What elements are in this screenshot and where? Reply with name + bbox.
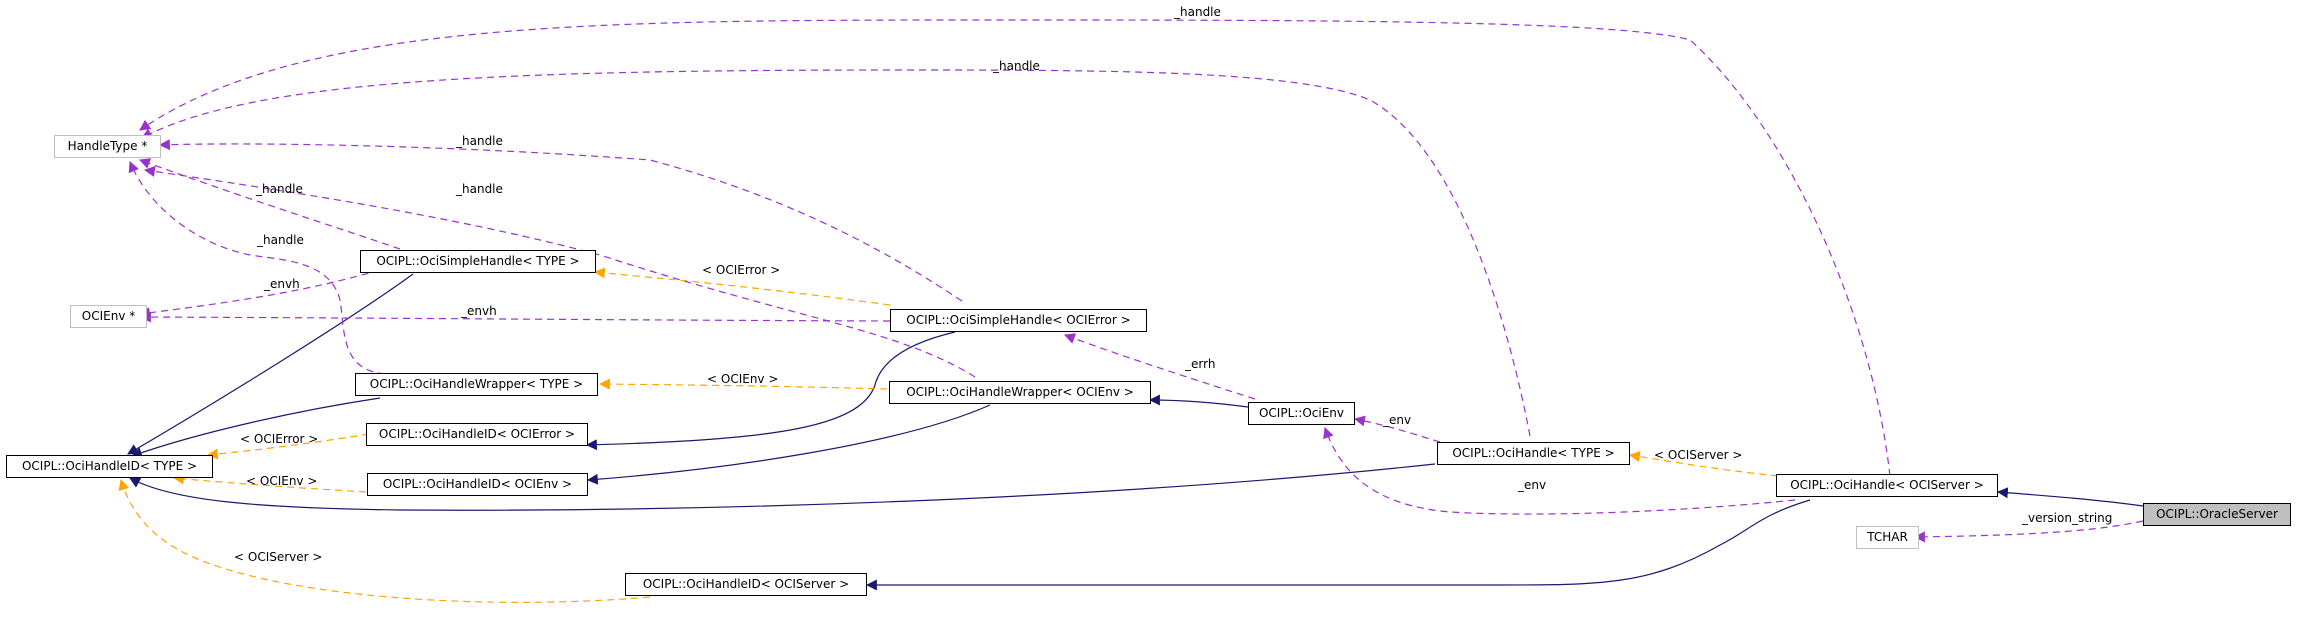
edge-label-ocienv: < OCIEnv > <box>707 372 779 386</box>
edge-label-handle: _handle <box>256 182 303 196</box>
edge-handleid-ocierror-to-handleid-type <box>206 433 370 460</box>
edge-handleid-ociserver-to-handleid-type <box>118 478 651 603</box>
edge-label-ocienv: < OCIEnv > <box>246 474 318 488</box>
edge-ocihandle-ociserver-to-ocihandle-type <box>1628 451 1779 477</box>
node-oracleserver[interactable]: OCIPL::OracleServer <box>2143 503 2291 526</box>
node-ocihandleid-type[interactable]: OCIPL::OciHandleID< TYPE > <box>6 455 213 478</box>
edge-simplehandle-type-to-handleid-type <box>127 273 414 455</box>
edge-label-handle: _handle <box>456 182 503 196</box>
edge-simplehandle-type-envh <box>138 269 381 319</box>
edge-simplehandle-type-handle <box>138 158 401 250</box>
edge-simplehandle-ocierror-to-handleid-ocierror <box>585 331 956 451</box>
node-ocihandleid-ocienv[interactable]: OCIPL::OciHandleID< OCIEnv > <box>367 473 588 496</box>
edge-label-ociserver: < OCIServer > <box>234 550 323 564</box>
edge-label-ocierror: < OCIError > <box>240 432 319 446</box>
edge-handleid-ocienv-to-handleid-type <box>172 473 367 493</box>
edge-label-ociserver: < OCIServer > <box>1654 448 1743 462</box>
node-tchar[interactable]: TCHAR <box>1856 526 1919 549</box>
node-ocihandleid-ocierror[interactable]: OCIPL::OciHandleID< OCIError > <box>366 423 588 446</box>
edge-wrapper-ocienv-to-handleid-ocienv <box>586 404 991 485</box>
edge-label-errh: _errh <box>1185 357 1216 371</box>
edge-ocihandle-ociserver-to-handleid-ociserver <box>865 499 1811 591</box>
node-ocihandle-ociserver[interactable]: OCIPL::OciHandle< OCIServer > <box>1776 474 1998 497</box>
edge-simplehandle-ocierror-envh <box>139 311 891 323</box>
node-ocihandleid-ociserver[interactable]: OCIPL::OciHandleID< OCIServer > <box>625 573 867 596</box>
edge-label-version-string: _version_string <box>2022 511 2113 525</box>
edge-ocienv-to-wrapper-ocienv <box>1148 394 1249 408</box>
edge-wrapper-type-handle <box>128 160 386 375</box>
node-ocihandlewrapper-ocienv[interactable]: OCIPL::OciHandleWrapper< OCIEnv > <box>889 381 1151 404</box>
edge-label-handle: _handle <box>456 134 503 148</box>
edge-ocihandle-type-to-handleid-type <box>129 463 1436 511</box>
edge-label-envh: _envh <box>461 304 497 318</box>
edge-label-handle: _handle <box>257 233 304 247</box>
node-handletype-ptr[interactable]: HandleType * <box>54 135 161 158</box>
node-ocienv-ptr[interactable]: OCIEnv * <box>70 305 147 328</box>
edge-wrapper-ocienv-handle <box>143 166 976 378</box>
edge-ocihandle-type-env <box>1353 415 1441 443</box>
edge-oracleserver-version-string <box>1913 520 2144 543</box>
edge-simplehandle-ocierror-to-simplehandle-type <box>593 267 891 306</box>
edge-label-ocierror: < OCIError > <box>702 263 781 277</box>
edge-wrapper-ocienv-to-wrapper-type <box>598 378 888 390</box>
edge-label-env: _env <box>1518 478 1547 492</box>
edge-ocienv-errh <box>1063 333 1256 400</box>
edge-label-env: _env <box>1383 413 1412 427</box>
node-ocihandle-type[interactable]: OCIPL::OciHandle< TYPE > <box>1437 442 1630 465</box>
edge-oracleserver-to-ocihandle-ociserver <box>1996 487 2144 507</box>
edge-ocihandle-ociserver-env <box>1323 426 1796 515</box>
edge-label-handle: _handle <box>993 59 1040 73</box>
node-ocisimplehandle-type[interactable]: OCIPL::OciSimpleHandle< TYPE > <box>360 250 596 273</box>
edge-wrapper-type-to-handleid-type <box>130 397 381 458</box>
node-ocienv[interactable]: OCIPL::OciEnv <box>1248 402 1355 425</box>
node-ocisimplehandle-ocierror[interactable]: OCIPL::OciSimpleHandle< OCIError > <box>890 309 1147 332</box>
edge-label-handle: _handle <box>1174 5 1221 19</box>
edge-label-envh: _envh <box>264 277 300 291</box>
node-ocihandlewrapper-type[interactable]: OCIPL::OciHandleWrapper< TYPE > <box>355 373 598 396</box>
edge-ocihandle-ociserver-handle <box>139 19 1891 477</box>
edge-ocihandle-type-handle <box>141 69 1531 437</box>
